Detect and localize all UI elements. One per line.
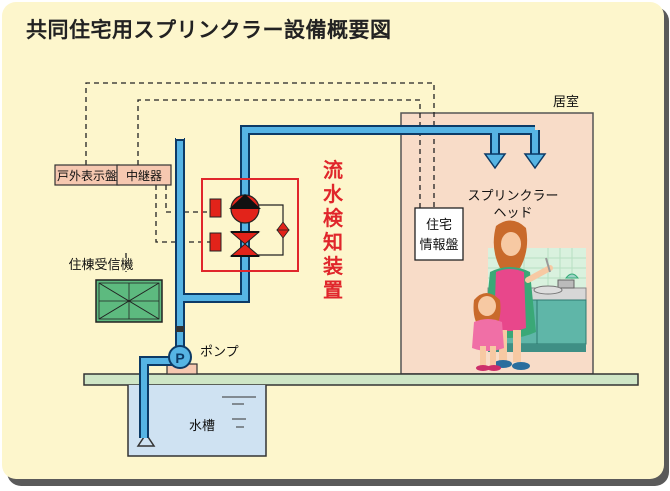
flow-detector-frame <box>201 178 299 272</box>
svg-text:置: 置 <box>323 278 343 302</box>
bypass-valve-icon <box>276 221 290 239</box>
svg-text:水: 水 <box>323 182 344 206</box>
pump-symbol: P <box>175 350 184 366</box>
foot-valve <box>136 432 156 447</box>
residential-panel-label-line1: 住宅 <box>426 218 452 233</box>
svg-text:知: 知 <box>323 230 343 254</box>
svg-text:流: 流 <box>323 158 343 182</box>
residential-panel-label-line2: 情報盤 <box>419 238 458 253</box>
outdoor-panel-label: 戸外表示盤 <box>57 169 117 183</box>
room-label: 居室 <box>553 94 579 110</box>
relay-box <box>116 164 172 186</box>
ground-slab <box>83 373 639 386</box>
flow-detector-label: 流 水 検 知 装 置 <box>322 158 344 302</box>
pump-icon <box>168 345 192 369</box>
svg-text:検: 検 <box>323 206 344 230</box>
residential-panel-box <box>414 207 464 261</box>
signal-wires <box>85 82 435 272</box>
girl-illustration <box>472 293 504 371</box>
page-title: 共同住宅用スプリンクラー設備概要図 <box>26 18 392 42</box>
pump-label: ポンプ <box>200 345 239 360</box>
sprinkler-head-label-line2: ヘッド <box>493 206 532 221</box>
svg-text:装: 装 <box>322 254 343 278</box>
flow-switch-lower-icon <box>209 232 222 252</box>
water-tank-label: 水槽 <box>189 419 215 434</box>
building-receiver-label: 住棟受信機 <box>68 258 133 273</box>
flow-detector-assembly <box>201 178 299 272</box>
sprinkler-head-label-line1: スプリンクラー <box>467 189 558 204</box>
building-receiver-icon <box>95 279 163 323</box>
sprinkler-head-arrows <box>483 153 547 170</box>
water-tank <box>127 385 267 457</box>
sprinkler-head-right-icon <box>523 153 547 170</box>
relay-label: 中継器 <box>126 168 162 183</box>
sprinkler-head-left-icon <box>483 153 507 170</box>
flow-switch-upper-icon <box>209 198 222 218</box>
